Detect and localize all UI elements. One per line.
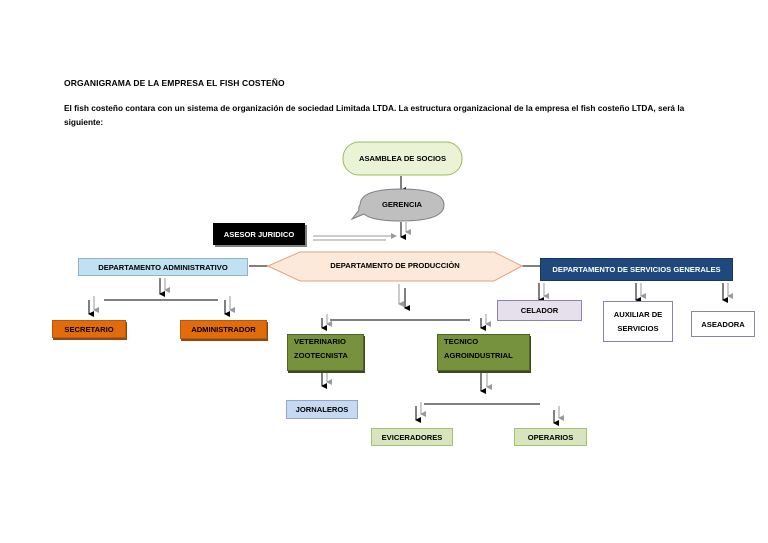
asamblea-shape: [342, 141, 463, 176]
eviceradores-label: EVICERADORES: [381, 432, 443, 442]
secretario-box[interactable]: SECRETARIO: [52, 320, 126, 338]
veterinario-label-1: VETERINARIO: [294, 337, 346, 346]
auxiliar-box[interactable]: AUXILIAR DE SERVICIOS: [603, 301, 673, 342]
asesor-box[interactable]: ASESOR JURIDICO: [213, 223, 305, 245]
asesor-label: ASESOR JURIDICO: [223, 229, 295, 239]
page-title: ORGANIGRAMA DE LA EMPRESA EL FISH COSTEÑ…: [64, 78, 285, 88]
dep-prod-box[interactable]: DEPARTAMENTO DE PRODUCCIÒN: [290, 256, 500, 274]
jornaleros-box[interactable]: JORNALEROS: [286, 400, 358, 419]
tecnico-box[interactable]: TECNICO AGROINDUSTRIAL: [437, 334, 530, 371]
aseadora-label: ASEADORA: [701, 319, 745, 329]
celador-box[interactable]: CELADOR: [497, 300, 582, 321]
operarios-box[interactable]: OPERARIOS: [514, 428, 587, 446]
asamblea-box[interactable]: ASAMBLEA DE SOCIOS: [343, 142, 462, 175]
intro-paragraph: El fish costeño contara con un sistema d…: [64, 103, 685, 127]
tecnico-label-1: TECNICO: [444, 337, 479, 346]
celador-label: CELADOR: [520, 306, 559, 315]
gerencia-label: GERENCIA: [381, 199, 423, 209]
secretario-label: SECRETARIO: [64, 324, 114, 334]
jornaleros-label: JORNALEROS: [295, 405, 349, 414]
auxiliar-label-2: SERVICIOS: [617, 323, 659, 333]
gerencia-shape: [350, 188, 445, 222]
dep-serv-label: DEPARTAMENTO DE SERVICIOS GENERALES: [552, 265, 721, 274]
aseadora-box[interactable]: ASEADORA: [691, 311, 755, 337]
administrador-label: ADMINISTRADOR: [191, 325, 256, 334]
veterinario-label-2: ZOOTECNISTA: [294, 351, 348, 360]
gerencia-box[interactable]: GERENCIA: [362, 195, 442, 213]
tecnico-label-2: AGROINDUSTRIAL: [444, 351, 513, 360]
asamblea-label: ASAMBLEA DE SOCIOS: [358, 154, 447, 163]
dep-prod-label: DEPARTAMENTO DE PRODUCCIÒN: [330, 260, 460, 270]
auxiliar-label-1: AUXILIAR DE: [613, 309, 663, 319]
administrador-box[interactable]: ADMINISTRADOR: [180, 320, 267, 339]
eviceradores-box[interactable]: EVICERADORES: [371, 428, 453, 446]
produccion-shape: [266, 251, 524, 282]
dep-admin-label: DEPARTAMENTO ADMINISTRATIVO: [98, 262, 228, 272]
operarios-label: OPERARIOS: [527, 432, 574, 442]
dep-serv-box[interactable]: DEPARTAMENTO DE SERVICIOS GENERALES: [540, 258, 733, 281]
veterinario-box[interactable]: VETERINARIO ZOOTECNISTA: [287, 334, 364, 371]
dep-admin-box[interactable]: DEPARTAMENTO ADMINISTRATIVO: [78, 258, 248, 276]
